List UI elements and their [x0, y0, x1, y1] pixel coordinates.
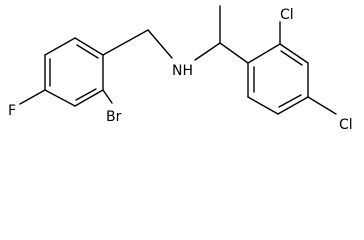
ch2-n-bond: [147, 29, 173, 59]
c-br-bond: [102, 89, 113, 104]
n-ch-bond: [194, 42, 221, 61]
bromine-label: Br: [106, 109, 122, 125]
chlorine-para-label: Cl: [339, 117, 353, 133]
fluorine-label: F: [8, 103, 16, 119]
double-bond: [76, 44, 99, 59]
double-bond: [278, 94, 302, 108]
double-bond: [75, 88, 97, 101]
right-benzene-ring: [247, 43, 309, 115]
ch-aryl-bond: [219, 42, 249, 64]
left-benzene-ring: [44, 37, 104, 107]
benzyl-bond: [102, 29, 149, 56]
c-f-bond: [19, 89, 46, 105]
c-cl-para-bond: [307, 96, 337, 115]
chlorine-ortho-label: Cl: [280, 7, 294, 23]
amine-label: NH: [172, 63, 193, 79]
chemical-structure: F Br NH Cl Cl: [8, 5, 353, 133]
double-bond: [280, 50, 303, 66]
